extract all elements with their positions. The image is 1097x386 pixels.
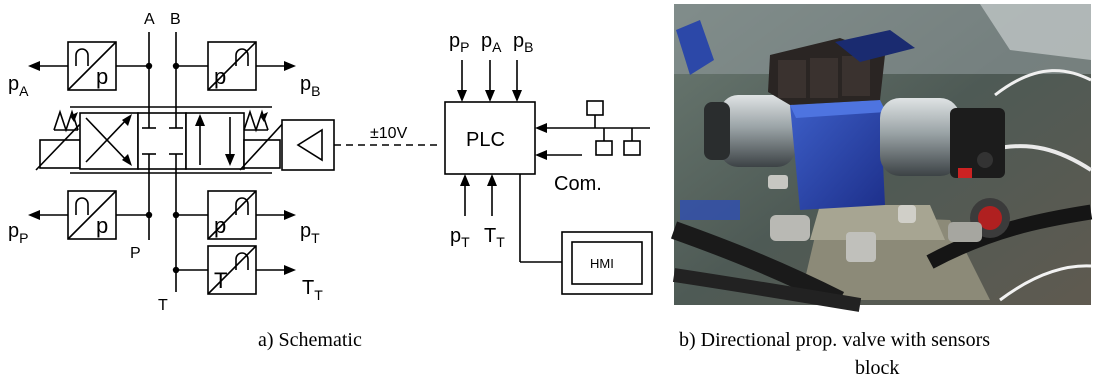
label-pP-name: p [8, 220, 19, 242]
plc-inputs-top: pP pA pB [449, 30, 533, 102]
svg-text:pP: pP [449, 30, 469, 55]
sensor-pP: p pP [8, 190, 149, 246]
photo-valve [670, 4, 1093, 312]
label-pT-name: p [300, 220, 311, 242]
svg-text:TT: TT [484, 225, 505, 250]
plc-block: PLC [444, 101, 536, 175]
port-label-t: T [158, 297, 168, 314]
svg-text:pB: pB [513, 30, 533, 55]
sensor-pB-symbol: p [214, 64, 226, 89]
label-TT-sub: T [314, 287, 323, 303]
schematic: A B P T p pA [8, 11, 653, 351]
sensor-pT-symbol: p [214, 213, 226, 238]
proportional-valve [35, 106, 287, 174]
svg-text:pB: pB [300, 73, 320, 99]
sensor-TT: T TT [176, 245, 323, 303]
caption-photo-line2: block [855, 357, 899, 379]
caption-schematic: a) Schematic [258, 329, 362, 351]
sensor-pP-symbol: p [96, 213, 108, 238]
sensor-pA-symbol: p [96, 64, 108, 89]
svg-text:pA: pA [8, 73, 29, 99]
label-pT-sub: T [311, 230, 320, 246]
port-label-p: P [130, 245, 141, 262]
svg-text:pA: pA [481, 30, 502, 55]
sensor-pB: p pB [176, 41, 320, 99]
svg-text:pT: pT [300, 220, 320, 246]
sensor-pT: p pT [176, 190, 320, 246]
label-pA-sub: A [19, 83, 29, 99]
sensor-pA: p pA [8, 41, 149, 99]
plc-label: PLC [466, 129, 505, 151]
caption-photo-line1: b) Directional prop. valve with sensors [679, 329, 990, 351]
svg-text:TT: TT [302, 277, 323, 303]
label-pA-name: p [8, 73, 19, 95]
hmi-block: HMI [519, 174, 653, 295]
label-pB-name: p [300, 73, 311, 95]
svg-text:pP: pP [8, 220, 28, 246]
plc-inputs-bottom: pT TT [450, 174, 505, 250]
label-pB-sub: B [311, 83, 320, 99]
hmi-label: HMI [590, 256, 614, 271]
port-label-b: B [170, 11, 181, 28]
port-label-a: A [144, 11, 155, 28]
amplifier [281, 119, 335, 171]
label-pP-sub: P [19, 230, 28, 246]
sensor-TT-symbol: T [214, 268, 227, 293]
network-icon: Com. [535, 100, 650, 195]
signal-label: ±10V [370, 125, 408, 142]
svg-text:pT: pT [450, 225, 470, 250]
label-TT-name: T [302, 277, 314, 299]
com-label: Com. [554, 173, 602, 195]
